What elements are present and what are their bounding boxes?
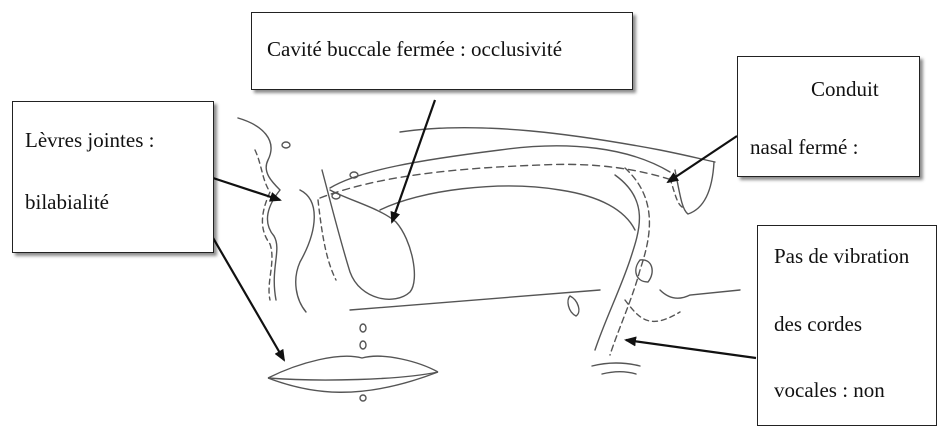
marker-1 [282, 142, 290, 148]
lower-lip [268, 372, 438, 392]
label-levres-line1: Lèvres jointes : [25, 128, 154, 153]
arrow-conduit [668, 136, 737, 182]
pharynx-wall [660, 290, 740, 298]
palate-dashed [320, 164, 672, 198]
arrow-pas [626, 340, 756, 358]
upper-lip [268, 356, 438, 378]
marker-5 [360, 341, 366, 349]
lip-seam [268, 372, 438, 380]
label-conduit-box: Conduit nasal fermé : [737, 56, 920, 177]
arrow-levres-to-profile [213, 178, 280, 200]
larynx-front [636, 260, 652, 282]
vocal-folds [592, 363, 640, 366]
label-pas-box: Pas de vibration des cordes vocales : no… [757, 225, 937, 426]
vocal-tract-sketch [238, 118, 740, 374]
lips-front-view [268, 356, 438, 401]
label-levres-line2: bilabialité [25, 190, 109, 215]
label-cavite: Cavité buccale fermée : occlusivité [267, 37, 562, 62]
nose-profile [238, 118, 280, 300]
label-conduit-line1: Conduit [811, 77, 879, 102]
arrow-cavite [392, 100, 435, 222]
tongue-back [380, 186, 635, 230]
label-cavite-box: Cavité buccale fermée : occlusivité [251, 12, 633, 90]
lower-lip-contour [296, 190, 315, 312]
vocal-folds-2 [602, 372, 636, 374]
marker-2 [332, 193, 340, 199]
label-pas-line3: vocales : non [774, 378, 885, 403]
arrows [198, 100, 756, 360]
face-profile-dashed [255, 150, 272, 300]
lip-marker [360, 395, 366, 401]
label-pas-line1: Pas de vibration [774, 244, 909, 269]
epiglottis [568, 296, 579, 316]
label-conduit-line2: nasal fermé : [750, 135, 858, 160]
pharynx-wall-dashed [625, 300, 680, 321]
jaw-line [350, 290, 600, 310]
label-pas-line2: des cordes [774, 312, 862, 337]
marker-4 [360, 324, 366, 332]
label-levres-box: Lèvres jointes : bilabialité [12, 101, 214, 253]
